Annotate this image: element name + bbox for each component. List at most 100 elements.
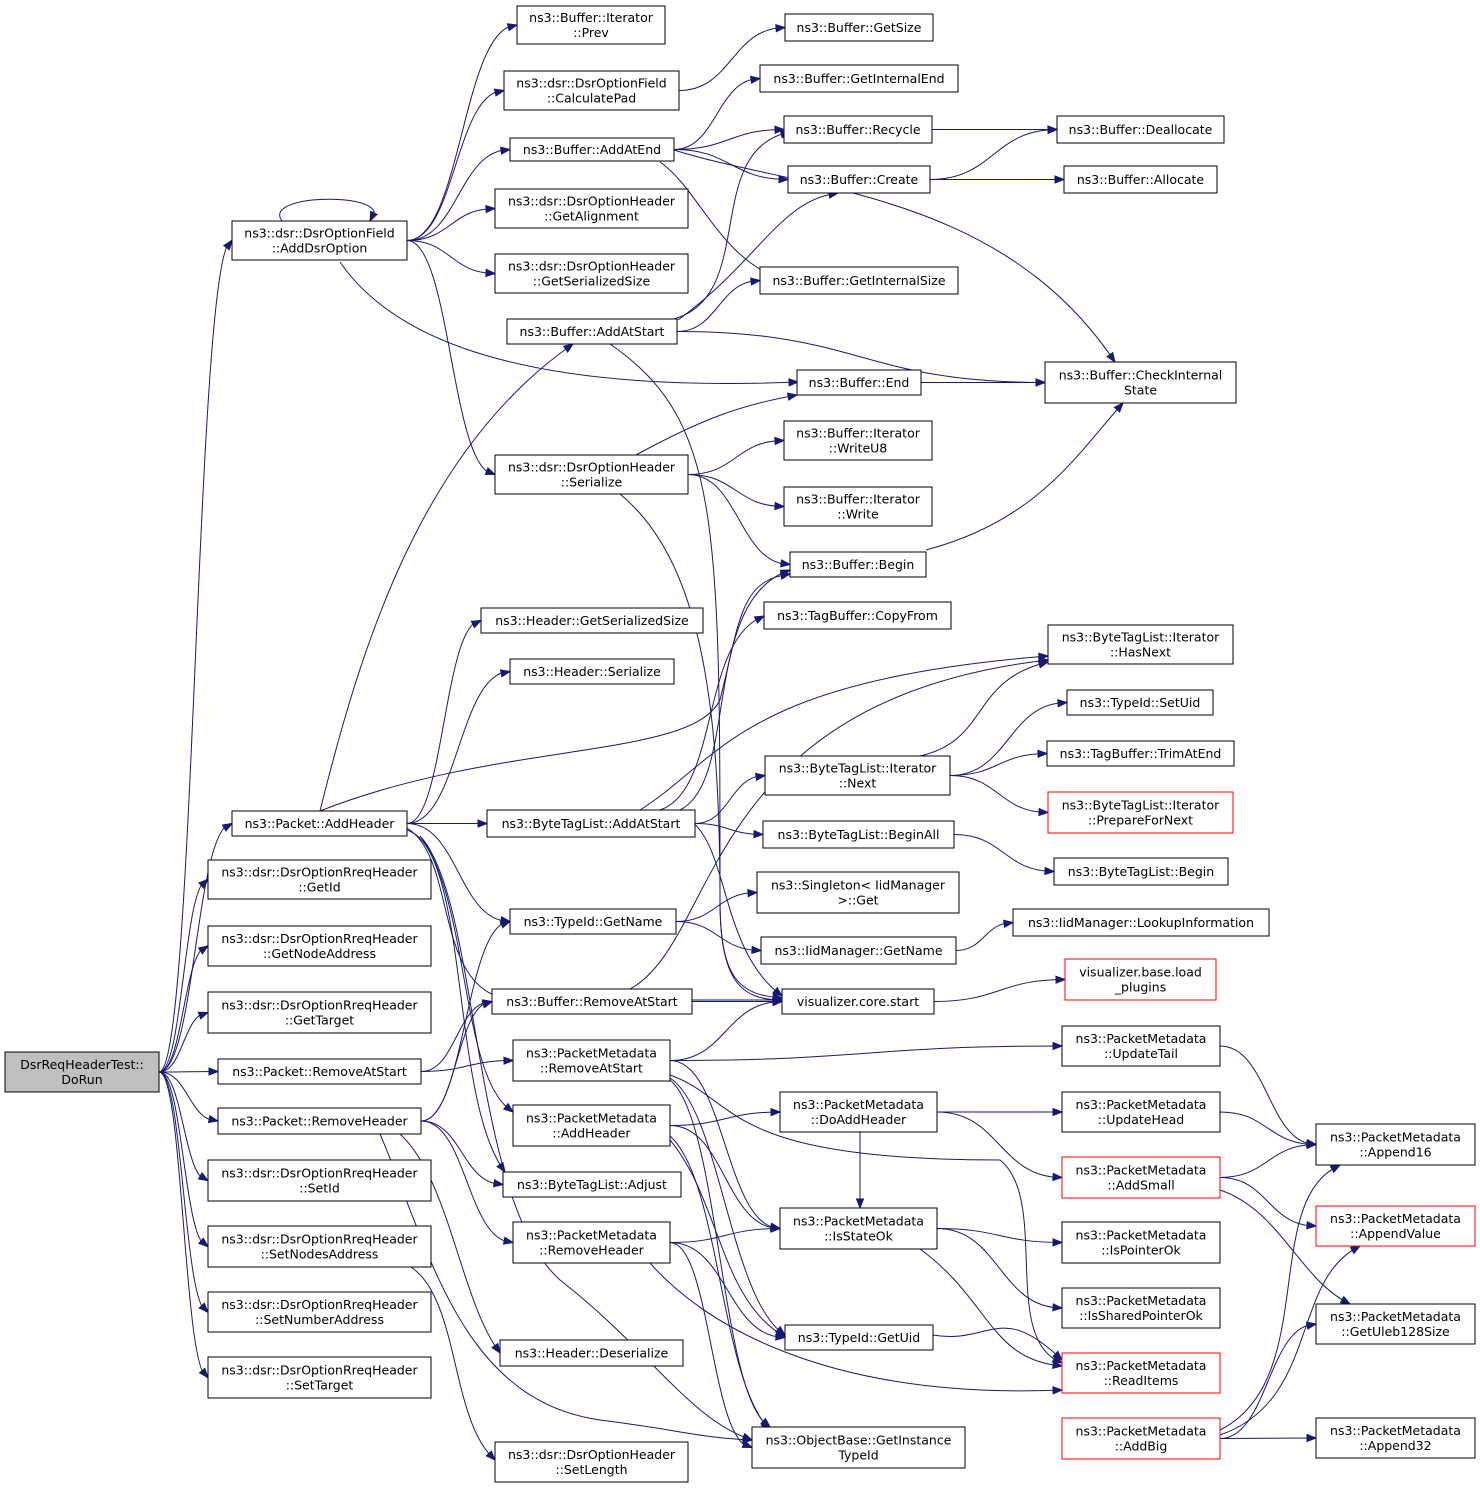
node-allocate[interactable]: ns3::Buffer::Allocate xyxy=(1063,165,1218,194)
node-isPointerOk[interactable]: ns3::PacketMetadata::IsPointerOk xyxy=(1061,1221,1221,1264)
node-getAlign[interactable]: ns3::dsr::DsrOptionHeader::GetAlignment xyxy=(494,188,689,229)
arrowhead xyxy=(499,669,512,678)
node-vizStart[interactable]: visualizer.core.start xyxy=(781,988,935,1015)
arrowhead xyxy=(1339,1295,1352,1305)
arrowhead xyxy=(197,1237,210,1248)
node-begin[interactable]: ns3::Buffer::Begin xyxy=(789,551,927,578)
arrowhead xyxy=(506,23,519,32)
node-addDsrOption[interactable]: ns3::dsr::DsrOptionField::AddDsrOption xyxy=(231,220,408,261)
node-addAtStart[interactable]: ns3::Buffer::AddAtStart xyxy=(506,318,678,345)
node-readItems[interactable]: ns3::PacketMetadata::ReadItems xyxy=(1061,1352,1221,1394)
node-pktRemoveHeader[interactable]: ns3::Packet::RemoveHeader xyxy=(217,1107,422,1135)
node-typeGetUid[interactable]: ns3::TypeId::GetUid xyxy=(784,1324,934,1351)
node-updateTail[interactable]: ns3::PacketMetadata::UpdateTail xyxy=(1061,1025,1221,1067)
call-nodes: DsrReqHeaderTest::DoRunns3::dsr::DsrOpti… xyxy=(4,5,1476,1483)
node-bufRemoveAtStart[interactable]: ns3::Buffer::RemoveAtStart xyxy=(491,988,693,1015)
node-hasNext[interactable]: ns3::ByteTagList::Iterator::HasNext xyxy=(1047,624,1234,665)
edge-addDsrOption-to-addDsrOption xyxy=(279,198,378,223)
node-vizLoad[interactable]: visualizer.base.load_plugins xyxy=(1064,958,1217,1001)
edge-line xyxy=(619,493,783,999)
node-box xyxy=(1061,1417,1221,1460)
node-label: ns3::Buffer::Recycle xyxy=(795,122,920,137)
node-iterNext[interactable]: ns3::ByteTagList::Iterator::Next xyxy=(764,755,951,796)
edge-root-to-setTarget xyxy=(158,1071,209,1379)
node-box xyxy=(207,1225,432,1268)
node-iidLookup[interactable]: ns3::IidManager::LookupInformation xyxy=(1012,908,1270,937)
node-hdrSerialize[interactable]: ns3::Header::Serialize xyxy=(509,658,675,685)
node-getNodeAddr[interactable]: ns3::dsr::DsrOptionRreqHeader::GetNodeAd… xyxy=(207,925,432,967)
node-isStateOk[interactable]: ns3::PacketMetadata::IsStateOk xyxy=(779,1207,938,1250)
node-writeU8[interactable]: ns3::Buffer::Iterator::WriteU8 xyxy=(783,420,933,461)
edge-btlAddAtStart-to-tagCopy xyxy=(659,615,766,811)
node-hdrGetSer[interactable]: ns3::Header::GetSerializedSize xyxy=(480,607,704,634)
node-box xyxy=(1012,908,1270,937)
node-getIntSize[interactable]: ns3::Buffer::GetInternalSize xyxy=(759,266,959,295)
node-pmRemoveHeader[interactable]: ns3::PacketMetadata::RemoveHeader xyxy=(512,1221,671,1264)
node-pmRemoveAtStart[interactable]: ns3::PacketMetadata::RemoveAtStart xyxy=(512,1039,671,1082)
arrowhead xyxy=(1305,1321,1318,1330)
node-label: ns3::PacketMetadata xyxy=(1330,1423,1461,1438)
node-setIdNode[interactable]: ns3::dsr::DsrOptionRreqHeader::SetId xyxy=(207,1159,432,1202)
node-trimAtEnd[interactable]: ns3::TagBuffer::TrimAtEnd xyxy=(1046,740,1235,767)
node-recycle[interactable]: ns3::Buffer::Recycle xyxy=(783,115,933,144)
edge-pktAddHeader-to-btlAdjust xyxy=(406,829,506,1174)
node-optGetSer[interactable]: ns3::dsr::DsrOptionHeader::GetSerialized… xyxy=(494,253,689,294)
node-doAddHeader[interactable]: ns3::PacketMetadata::DoAddHeader xyxy=(779,1091,938,1133)
node-tagCopy[interactable]: ns3::TagBuffer::CopyFrom xyxy=(763,601,952,630)
node-box xyxy=(516,5,666,45)
node-calcPad[interactable]: ns3::dsr::DsrOptionField::CalculatePad xyxy=(503,70,680,111)
node-getSize[interactable]: ns3::Buffer::GetSize xyxy=(784,13,934,42)
node-setNodesAddr[interactable]: ns3::dsr::DsrOptionRreqHeader::SetNodesA… xyxy=(207,1225,432,1268)
node-btlAdjust[interactable]: ns3::ByteTagList::Adjust xyxy=(502,1171,682,1198)
node-create[interactable]: ns3::Buffer::Create xyxy=(787,165,931,194)
node-getTarget[interactable]: ns3::dsr::DsrOptionRreqHeader::GetTarget xyxy=(207,991,432,1034)
node-addSmall[interactable]: ns3::PacketMetadata::AddSmall xyxy=(1061,1156,1221,1199)
node-getId[interactable]: ns3::dsr::DsrOptionRreqHeader::GetId xyxy=(207,859,432,900)
node-label: ns3::Packet::AddHeader xyxy=(245,816,396,831)
node-singletonGet[interactable]: ns3::Singleton< IidManager>::Get xyxy=(756,871,960,914)
node-setUid[interactable]: ns3::TypeId::SetUid xyxy=(1066,689,1214,716)
node-addAtEnd[interactable]: ns3::Buffer::AddAtEnd xyxy=(509,137,675,162)
node-isSharedPtrOk[interactable]: ns3::PacketMetadata::IsSharedPointerOk xyxy=(1061,1287,1221,1329)
node-getUleb[interactable]: ns3::PacketMetadata::GetUleb128Size xyxy=(1315,1303,1476,1345)
edge-pmRemoveHeader-to-getInstTypeId xyxy=(669,1242,754,1449)
node-optSerialize[interactable]: ns3::dsr::DsrOptionHeader::Serialize xyxy=(494,454,689,495)
node-append16[interactable]: ns3::PacketMetadata::Append16 xyxy=(1315,1123,1476,1166)
node-setNumberAddr[interactable]: ns3::dsr::DsrOptionRreqHeader::SetNumber… xyxy=(207,1291,432,1333)
node-typeGetName[interactable]: ns3::TypeId::GetName xyxy=(509,908,677,935)
node-btlAddAtStart[interactable]: ns3::ByteTagList::AddAtStart xyxy=(486,809,696,838)
edge-line xyxy=(687,474,791,565)
node-pktRemoveAtStart[interactable]: ns3::Packet::RemoveAtStart xyxy=(217,1058,422,1085)
node-updateHead[interactable]: ns3::PacketMetadata::UpdateHead xyxy=(1061,1091,1221,1133)
node-pmAddHeader[interactable]: ns3::PacketMetadata::AddHeader xyxy=(512,1104,671,1147)
node-write[interactable]: ns3::Buffer::Iterator::Write xyxy=(783,486,933,527)
node-iidGetName[interactable]: ns3::IidManager::GetName xyxy=(760,936,957,965)
node-btlBegin[interactable]: ns3::ByteTagList::Begin xyxy=(1053,857,1229,886)
node-beginAll[interactable]: ns3::ByteTagList::BeginAll xyxy=(762,820,955,849)
node-append32[interactable]: ns3::PacketMetadata::Append32 xyxy=(1315,1417,1476,1459)
node-setLength[interactable]: ns3::dsr::DsrOptionHeader::SetLength xyxy=(494,1441,689,1483)
node-getIntEnd[interactable]: ns3::Buffer::GetInternalEnd xyxy=(759,64,959,93)
node-addBig[interactable]: ns3::PacketMetadata::AddBig xyxy=(1061,1417,1221,1460)
arrowhead xyxy=(1052,1107,1064,1117)
node-end[interactable]: ns3::Buffer::End xyxy=(796,369,922,396)
node-box xyxy=(480,607,704,634)
node-pktAddHeader[interactable]: ns3::Packet::AddHeader xyxy=(231,810,408,837)
arrowhead xyxy=(491,1342,501,1355)
edge-addDsrOption-to-getAlign xyxy=(406,204,497,241)
node-setTarget[interactable]: ns3::dsr::DsrOptionRreqHeader::SetTarget xyxy=(207,1356,432,1399)
node-appendValue[interactable]: ns3::PacketMetadata::AppendValue xyxy=(1315,1205,1476,1247)
edge-line xyxy=(949,775,1049,813)
node-deallocate[interactable]: ns3::Buffer::Deallocate xyxy=(1056,115,1225,144)
node-prepNext[interactable]: ns3::ByteTagList::Iterator::PrepareForNe… xyxy=(1047,791,1234,834)
arrowhead xyxy=(1052,1303,1064,1312)
node-hdrDeserialize[interactable]: ns3::Header::Deserialize xyxy=(499,1339,684,1367)
node-root[interactable]: DsrReqHeaderTest::DoRun xyxy=(4,1051,160,1093)
arrowhead xyxy=(484,467,497,476)
edge-line xyxy=(669,1242,786,1338)
node-box xyxy=(779,1207,938,1250)
node-itPrev[interactable]: ns3::Buffer::Iterator::Prev xyxy=(516,5,666,45)
